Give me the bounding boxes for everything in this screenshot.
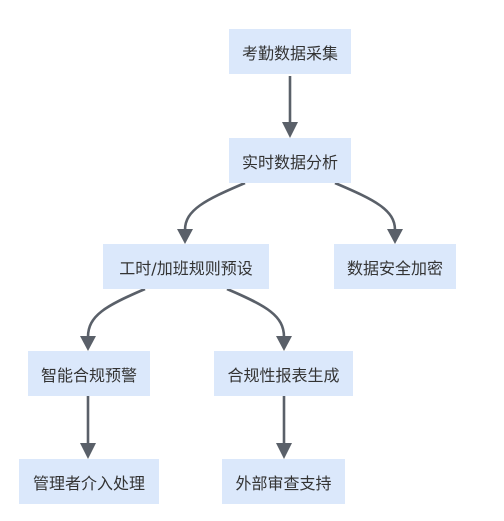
edge-analyze-encrypt (334, 181, 397, 231)
edge-rules-report (226, 287, 286, 338)
arrowhead-analyze (282, 122, 298, 138)
node-compliance-report: 合规性报表生成 (214, 351, 353, 396)
node-attendance-collection: 考勤数据采集 (229, 29, 351, 74)
node-compliance-warning: 智能合规预警 (28, 351, 150, 396)
arrowhead-encrypt (387, 229, 403, 244)
node-data-encryption: 数据安全加密 (334, 244, 456, 289)
arrowhead-rules (177, 229, 193, 244)
node-manager-handling: 管理者介入处理 (19, 459, 159, 504)
arrowhead-manager (80, 443, 96, 459)
edge-rules-warning (86, 287, 146, 338)
node-external-audit: 外部审查支持 (222, 459, 345, 504)
node-realtime-analysis: 实时数据分析 (229, 138, 351, 183)
arrowhead-warning (80, 336, 96, 351)
arrowhead-audit (276, 443, 292, 459)
arrowhead-report (276, 336, 292, 351)
edge-analyze-rules (183, 181, 246, 231)
node-worktime-rules: 工时/加班规则预设 (103, 244, 269, 289)
